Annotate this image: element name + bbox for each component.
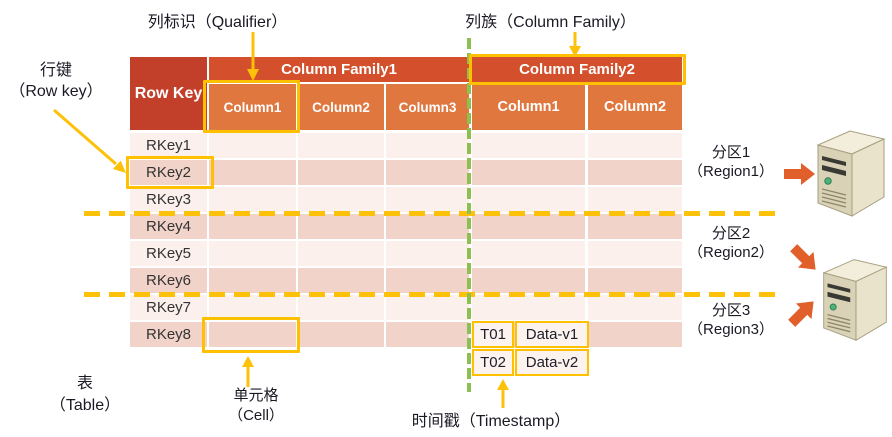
table-cell	[588, 268, 682, 293]
region1-label: 分区1 （Region1）	[683, 143, 779, 181]
qualifier-arrow-icon	[247, 32, 259, 81]
table-cell	[386, 160, 469, 185]
table-cell	[209, 322, 296, 347]
table-cell	[588, 160, 682, 185]
table-label-zh: 表	[76, 375, 93, 392]
cf1-column1-header: Column1	[209, 84, 296, 130]
column-family-divider	[467, 38, 471, 392]
region1-arrow-icon	[784, 163, 815, 185]
table-cell	[472, 214, 585, 239]
table-cell	[209, 214, 296, 239]
table-label-en: （Table）	[49, 397, 121, 414]
server2-icon	[822, 259, 888, 342]
timestamp-label: 时间戳（Timestamp）	[411, 413, 571, 430]
region3-arrow-icon	[788, 301, 814, 327]
data-v1-cell: Data-v1	[515, 321, 589, 348]
cell-label-en: （Cell）	[228, 407, 284, 424]
table-cell	[588, 241, 682, 266]
region-divider-1	[84, 211, 776, 216]
region2-label: 分区2 （Region2）	[683, 224, 779, 262]
table-cell	[386, 214, 469, 239]
timestamp-t01-cell: T01	[472, 321, 514, 348]
table-cell	[386, 268, 469, 293]
table-cell	[588, 133, 682, 158]
cf1-column3-header: Column3	[386, 84, 469, 130]
table-label: 表 （Table）	[30, 373, 140, 417]
region1-label-zh: 分区1	[711, 144, 751, 161]
table-cell	[209, 160, 296, 185]
table-cell	[472, 241, 585, 266]
table-cell	[472, 160, 585, 185]
row-key-rkey8: RKey8	[130, 322, 207, 347]
region3-label-en: （Region3）	[688, 321, 774, 338]
region2-label-en: （Region2）	[688, 244, 774, 261]
table-cell	[298, 187, 384, 212]
row-key-header-cell: Row Key	[130, 57, 207, 130]
column-family-label: 列族（Column Family）	[465, 14, 636, 31]
row-key-label: 行键 （Row key）	[2, 60, 110, 102]
row-key-label-en: （Row key）	[9, 83, 103, 100]
table-cell	[386, 133, 469, 158]
timestamp-t02-cell: T02	[472, 349, 514, 376]
table-cell	[588, 322, 682, 347]
region3-label-zh: 分区3	[711, 302, 751, 319]
table-cell	[298, 268, 384, 293]
cell-label: 单元格 （Cell）	[200, 386, 312, 426]
table-cell	[209, 295, 296, 320]
table-cell	[386, 295, 469, 320]
cf2-column1-header: Column1	[472, 84, 585, 130]
cf1-column2-header: Column2	[298, 84, 384, 130]
row-key-arrow-icon	[53, 108, 126, 173]
timestamp-arrow-icon	[497, 379, 509, 408]
row-key-rkey1: RKey1	[130, 133, 207, 158]
table-cell	[298, 241, 384, 266]
table-cell	[209, 187, 296, 212]
rkey2-highlight-box	[126, 156, 214, 189]
cell-label-zh: 单元格	[233, 387, 279, 404]
qualifier-highlight-box	[203, 80, 300, 133]
table-cell	[298, 295, 384, 320]
table-cell	[209, 241, 296, 266]
cell-arrow-icon	[242, 356, 254, 387]
row-key-rkey7: RKey7	[130, 295, 207, 320]
table-cell	[472, 133, 585, 158]
table-cell	[588, 214, 682, 239]
column-family2-header: Column Family2	[472, 57, 682, 82]
table-cell	[472, 187, 585, 212]
table-cell	[472, 268, 585, 293]
region2-arrow-icon	[790, 244, 816, 270]
table-cell	[588, 295, 682, 320]
cell-highlight-box	[202, 317, 300, 353]
table-cell	[298, 160, 384, 185]
table-cell	[386, 322, 469, 347]
region1-label-en: （Region1）	[688, 163, 774, 180]
table-cell	[588, 187, 682, 212]
table-cell	[386, 187, 469, 212]
row-key-rkey5: RKey5	[130, 241, 207, 266]
region3-label: 分区3 （Region3）	[683, 301, 779, 339]
table-cell	[209, 268, 296, 293]
region2-label-zh: 分区2	[711, 225, 751, 242]
column-family-arrow-icon	[569, 32, 581, 57]
table-cell	[472, 295, 585, 320]
table-cell	[298, 322, 384, 347]
region-divider-2	[84, 292, 776, 297]
row-key-rkey6: RKey6	[130, 268, 207, 293]
row-key-label-zh: 行键	[39, 62, 72, 79]
row-key-rkey2: RKey2	[130, 160, 207, 185]
row-key-rkey3: RKey3	[130, 187, 207, 212]
table-cell	[298, 133, 384, 158]
table-cell	[386, 241, 469, 266]
qualifier-label: 列标识（Qualifier）	[147, 14, 288, 31]
column-family2-highlight-box	[469, 54, 686, 85]
server1-icon	[816, 130, 886, 217]
row-key-rkey4: RKey4	[130, 214, 207, 239]
table-cell	[298, 214, 384, 239]
table-cell	[209, 133, 296, 158]
cf2-column2-header: Column2	[588, 84, 682, 130]
data-v2-cell: Data-v2	[515, 349, 589, 376]
